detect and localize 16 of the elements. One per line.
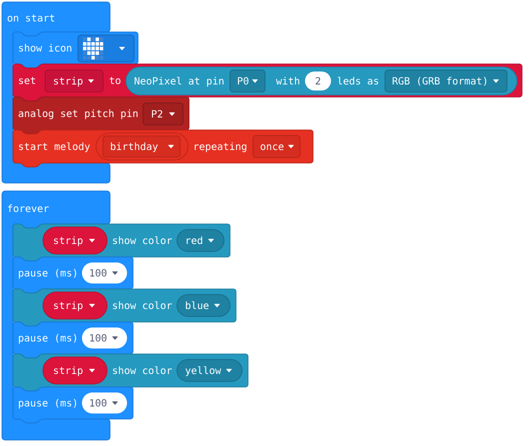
dropdown-field: blue [176, 294, 230, 317]
dropdown-field: strip [44, 70, 104, 92]
dropdown-field: P2 [142, 102, 184, 126]
melody-reporter: birthday [96, 132, 188, 160]
number-dropdown: 100 [82, 262, 127, 284]
dropdown-field: yellow [176, 359, 242, 382]
variable-reporter: strip [42, 356, 108, 384]
number-dropdown: 100 [82, 392, 127, 414]
dropdown-field: RGB (GRB format) [384, 70, 508, 92]
number-field: 2 [305, 71, 331, 90]
dropdown-field: red [176, 229, 224, 252]
dropdown-field: P0 [230, 70, 266, 92]
dropdown-field: once [252, 135, 300, 158]
number-dropdown: 100 [82, 327, 127, 348]
variable-reporter: strip [42, 226, 108, 254]
variable-reporter: strip [42, 292, 108, 320]
